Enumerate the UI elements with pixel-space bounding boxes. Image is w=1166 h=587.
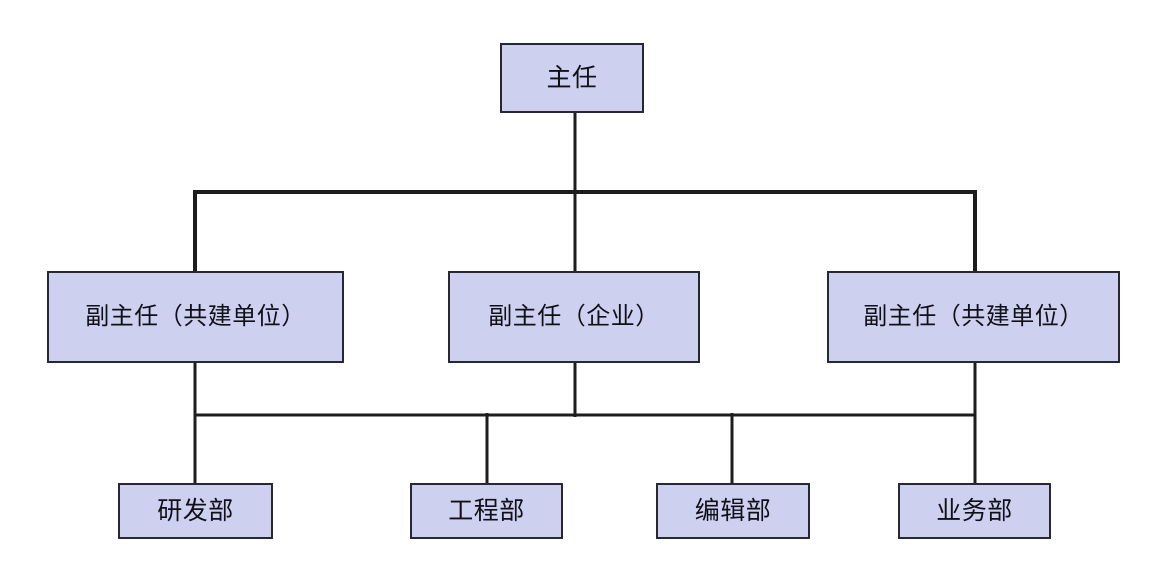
node-label-deputy-coop-left: 副主任（共建单位） — [85, 303, 306, 330]
node-rd-dept[interactable]: 研发部 — [118, 483, 273, 539]
connector-group-top — [193, 112, 977, 271]
node-label-deputy-enterprise: 副主任（企业） — [488, 303, 660, 330]
node-label-business-dept: 业务部 — [936, 496, 1013, 525]
node-editorial-dept[interactable]: 编辑部 — [656, 483, 810, 539]
node-deputy-coop-left[interactable]: 副主任（共建单位） — [47, 271, 344, 363]
node-label-rd-dept: 研发部 — [157, 496, 234, 525]
node-label-director: 主任 — [546, 63, 598, 92]
node-business-dept[interactable]: 业务部 — [898, 483, 1051, 539]
connector-group-bottom — [193, 363, 977, 483]
node-engineering-dept[interactable]: 工程部 — [410, 483, 563, 539]
node-label-editorial-dept: 编辑部 — [694, 496, 772, 525]
node-label-engineering-dept: 工程部 — [448, 496, 525, 525]
node-director[interactable]: 主任 — [500, 43, 644, 113]
node-label-deputy-coop-right: 副主任（共建单位） — [863, 303, 1084, 330]
node-deputy-coop-right[interactable]: 副主任（共建单位） — [827, 271, 1120, 363]
node-deputy-enterprise[interactable]: 副主任（企业） — [448, 271, 700, 363]
